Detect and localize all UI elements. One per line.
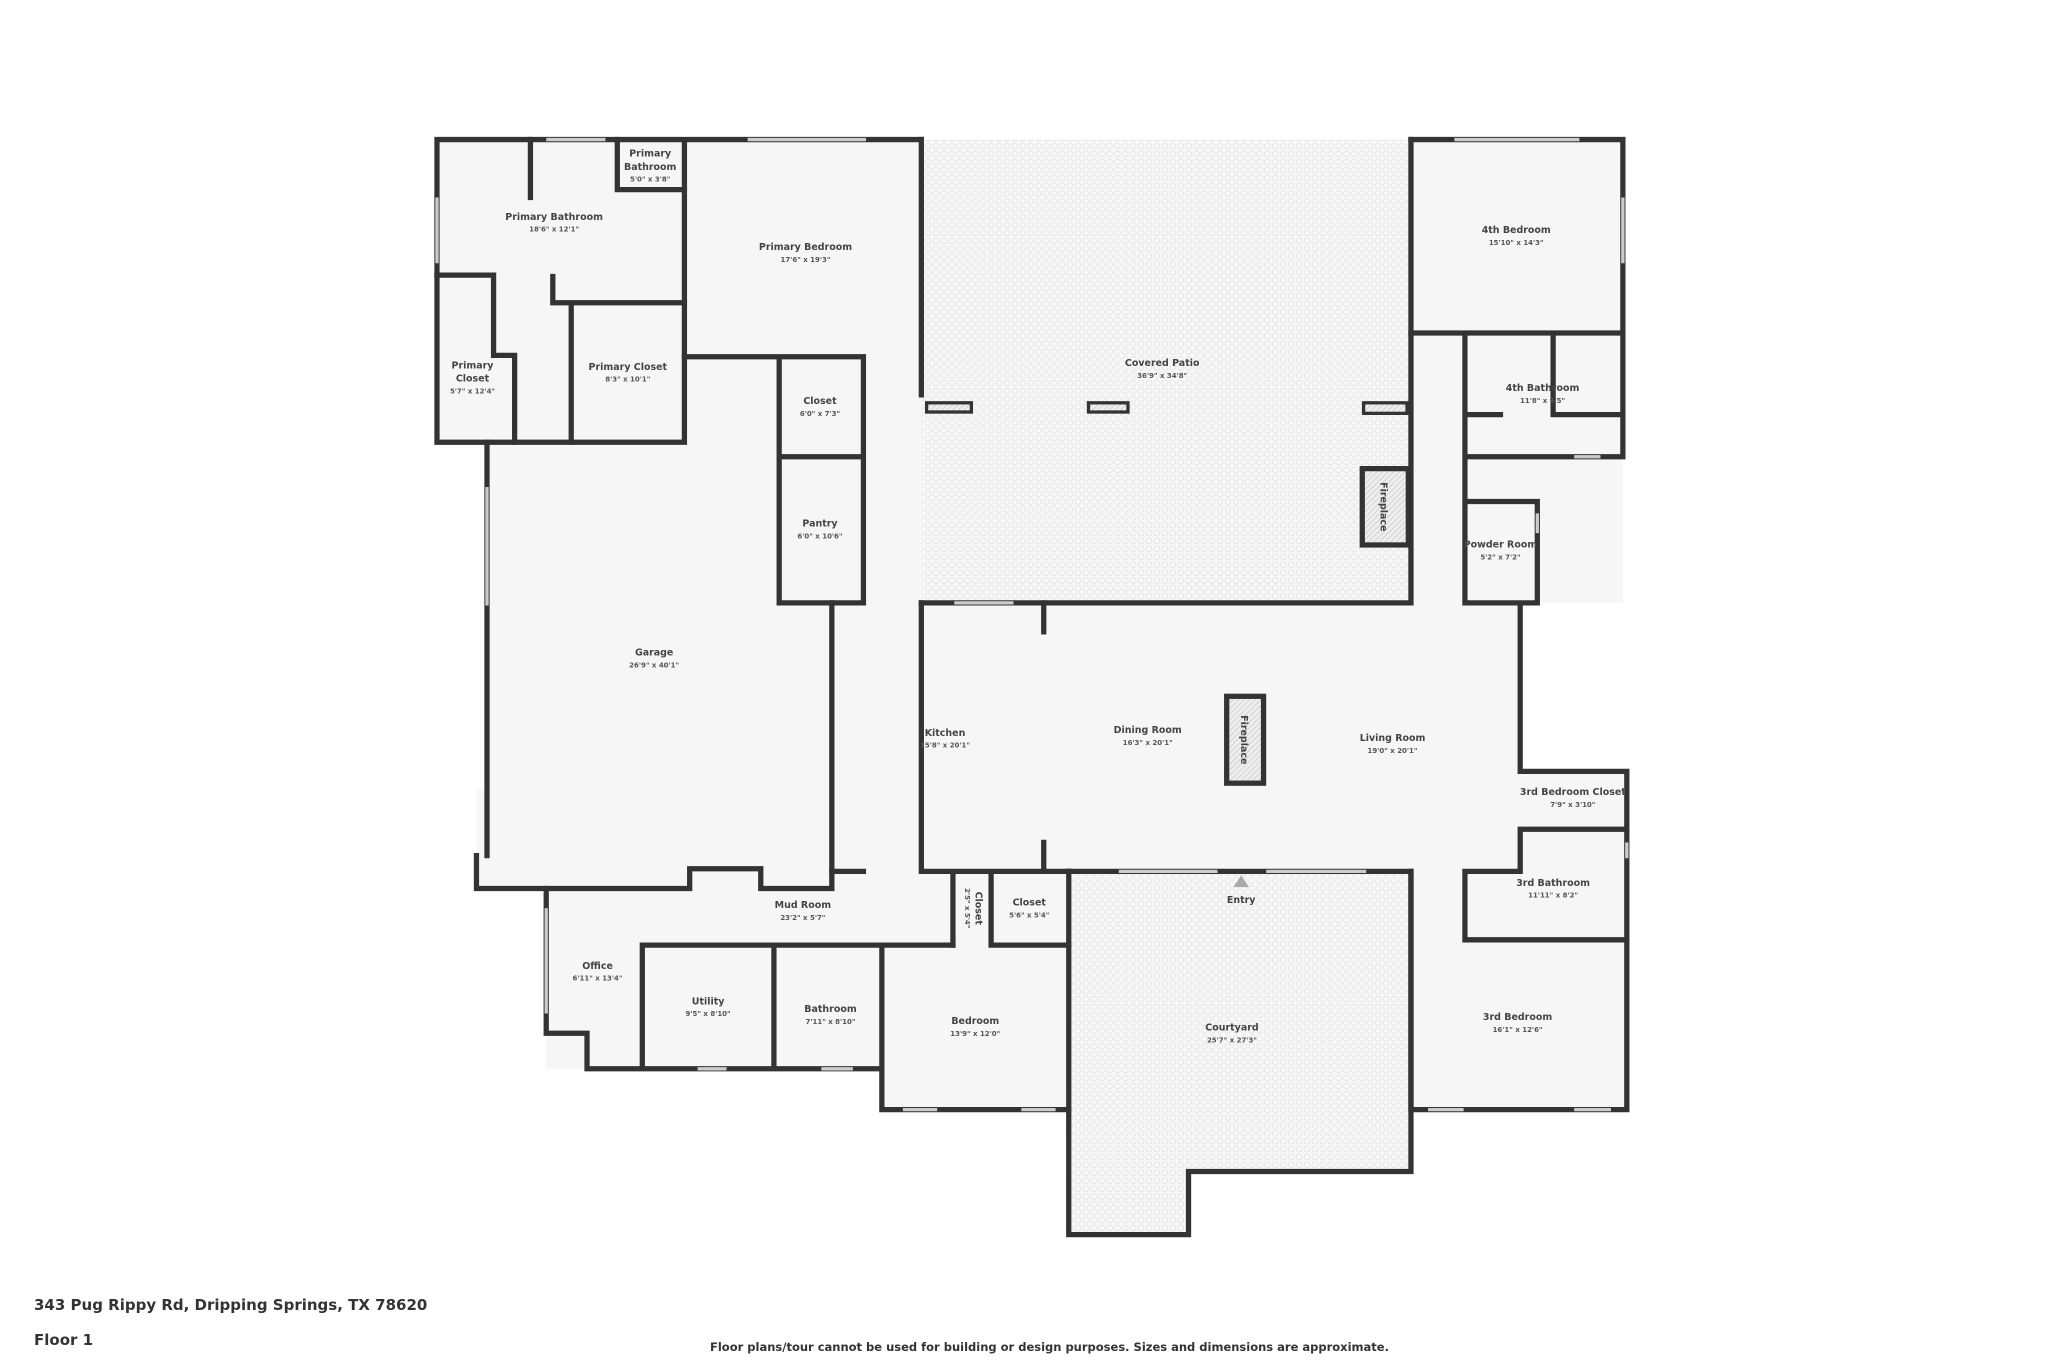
room-name: 3rd Bedroom Closet <box>1520 787 1626 798</box>
room-dims: 6'0" x 10'6" <box>797 532 842 540</box>
walls <box>434 136 1630 1238</box>
room-name: Fireplace <box>1238 715 1249 764</box>
disclaimer: Floor plans/tour cannot be used for buil… <box>710 1340 1389 1354</box>
windows <box>435 137 1629 1112</box>
room-name: Mud Room <box>775 900 832 911</box>
room-name: Closet <box>1013 898 1047 909</box>
room-name: Entry <box>1227 895 1256 906</box>
room-name: Closet <box>803 396 837 407</box>
room-dims: 5'0" x 3'8" <box>630 176 670 184</box>
room-dims: 8'3" x 10'1" <box>605 376 650 384</box>
room-dims: 16'3" x 20'1" <box>1123 739 1173 747</box>
room-dims: 19'0" x 20'1" <box>1368 747 1418 755</box>
room-dims: 15'10" x 14'3" <box>1489 239 1544 247</box>
room-dims: 9'5" x 8'10" <box>686 1010 731 1018</box>
room-dims: 6'0" x 7'3" <box>800 410 840 418</box>
room-dims: 11'11" x 8'2" <box>1528 892 1578 900</box>
room-dims: 26'9" x 40'1" <box>629 661 679 669</box>
room-name: Bedroom <box>951 1016 999 1027</box>
courtyard-area <box>1068 871 1411 1235</box>
room-name: Living Room <box>1360 733 1426 744</box>
room-name: Pantry <box>802 519 837 530</box>
floor-label: Floor 1 <box>34 1331 94 1349</box>
room-dims: 2'5" x 5'4" <box>963 888 971 928</box>
room-dims: 7'11" x 8'10" <box>806 1018 856 1026</box>
room-name: Fireplace <box>1378 482 1389 531</box>
room-name: Primary <box>629 149 671 160</box>
room-name: Kitchen <box>925 728 966 739</box>
room-dims: 5'7" x 12'4" <box>450 388 495 396</box>
room-name: Dining Room <box>1114 725 1182 736</box>
room-labels: Primary Bathroom 5'0" x 3'8" Primary Bat… <box>450 149 1626 1045</box>
room-name: Primary Bathroom <box>505 212 603 223</box>
room-name: Primary <box>452 361 494 372</box>
room-name: Powder Room <box>1464 540 1538 551</box>
floor-fills <box>436 139 1627 1110</box>
covered-patio-area <box>921 139 1411 603</box>
room-name: Garage <box>635 648 673 659</box>
room-name: 3rd Bedroom <box>1483 1012 1552 1023</box>
room-name: Office <box>582 961 613 972</box>
room-name: 4th Bedroom <box>1482 225 1551 236</box>
room-name: Bathroom <box>624 162 677 173</box>
room-name: Primary Bedroom <box>759 242 852 253</box>
room-name: 4th Bathroom <box>1506 383 1580 394</box>
address: 343 Pug Rippy Rd, Dripping Springs, TX 7… <box>34 1296 428 1314</box>
room-dims: 23'2" x 5'7" <box>780 914 825 922</box>
patio-grill <box>924 401 973 414</box>
patio-grill <box>1086 401 1130 414</box>
room-dims: 5'6" x 5'4" <box>1009 911 1049 919</box>
room-dims: 11'8" x 9'5" <box>1520 397 1565 405</box>
room-dims: 15'8" x 20'1" <box>920 742 970 750</box>
room-name: Closet <box>456 374 490 385</box>
room-name: Bathroom <box>804 1004 857 1015</box>
room-name: Covered Patio <box>1125 358 1200 369</box>
room-name: Utility <box>692 996 725 1007</box>
room-name: Courtyard <box>1205 1023 1258 1034</box>
room-dims: 5'2" x 7'2" <box>1480 553 1520 561</box>
room-dims: 16'1" x 12'6" <box>1493 1026 1543 1034</box>
patio-grill <box>1361 401 1409 415</box>
entry-arrow-icon <box>1233 875 1250 888</box>
room-name: Closet <box>972 892 983 926</box>
room-dims: 13'9" x 12'0" <box>950 1030 1000 1038</box>
patio-fireplace <box>1359 465 1411 548</box>
room-dims: 25'7" x 27'3" <box>1207 1036 1257 1044</box>
room-dims: 7'9" x 3'10" <box>1550 801 1595 809</box>
room-dims: 18'6" x 12'1" <box>529 226 579 234</box>
room-name: 3rd Bathroom <box>1516 878 1590 889</box>
room-dims: 17'6" x 19'3" <box>781 256 831 264</box>
room-dims: 36'9" x 34'8" <box>1137 372 1187 380</box>
room-dims: 6'11" x 13'4" <box>573 975 623 983</box>
indoor-fireplace <box>1224 693 1267 786</box>
room-name: Primary Closet <box>589 362 668 373</box>
